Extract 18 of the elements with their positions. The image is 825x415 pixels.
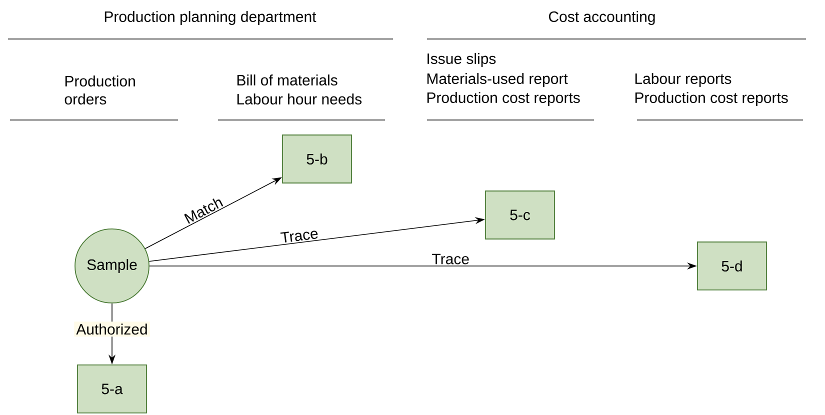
column-label: Production orders: [64, 75, 135, 104]
process-box: 5-c: [485, 190, 555, 240]
column-label: Materials-used report: [427, 73, 568, 87]
column-label: Production cost reports: [427, 92, 580, 106]
edge-label: Trace: [432, 254, 469, 264]
section-heading: Cost accounting: [548, 11, 655, 25]
column-label: Production cost reports: [635, 92, 788, 106]
column-label: Bill of materials: [237, 74, 338, 86]
edge-label: Authorized: [76, 324, 147, 335]
column-label: Labour reports: [635, 73, 732, 87]
column-label: Labour hour needs: [237, 93, 362, 104]
section-heading: Production planning department: [104, 11, 316, 25]
edge-label: Trace: [280, 230, 318, 242]
process-box: 5-a: [77, 364, 147, 414]
edge-label: Match: [184, 198, 224, 224]
process-box: 5-b: [282, 134, 352, 184]
process-box: 5-d: [697, 242, 767, 290]
column-label: Issue slips: [428, 53, 496, 67]
